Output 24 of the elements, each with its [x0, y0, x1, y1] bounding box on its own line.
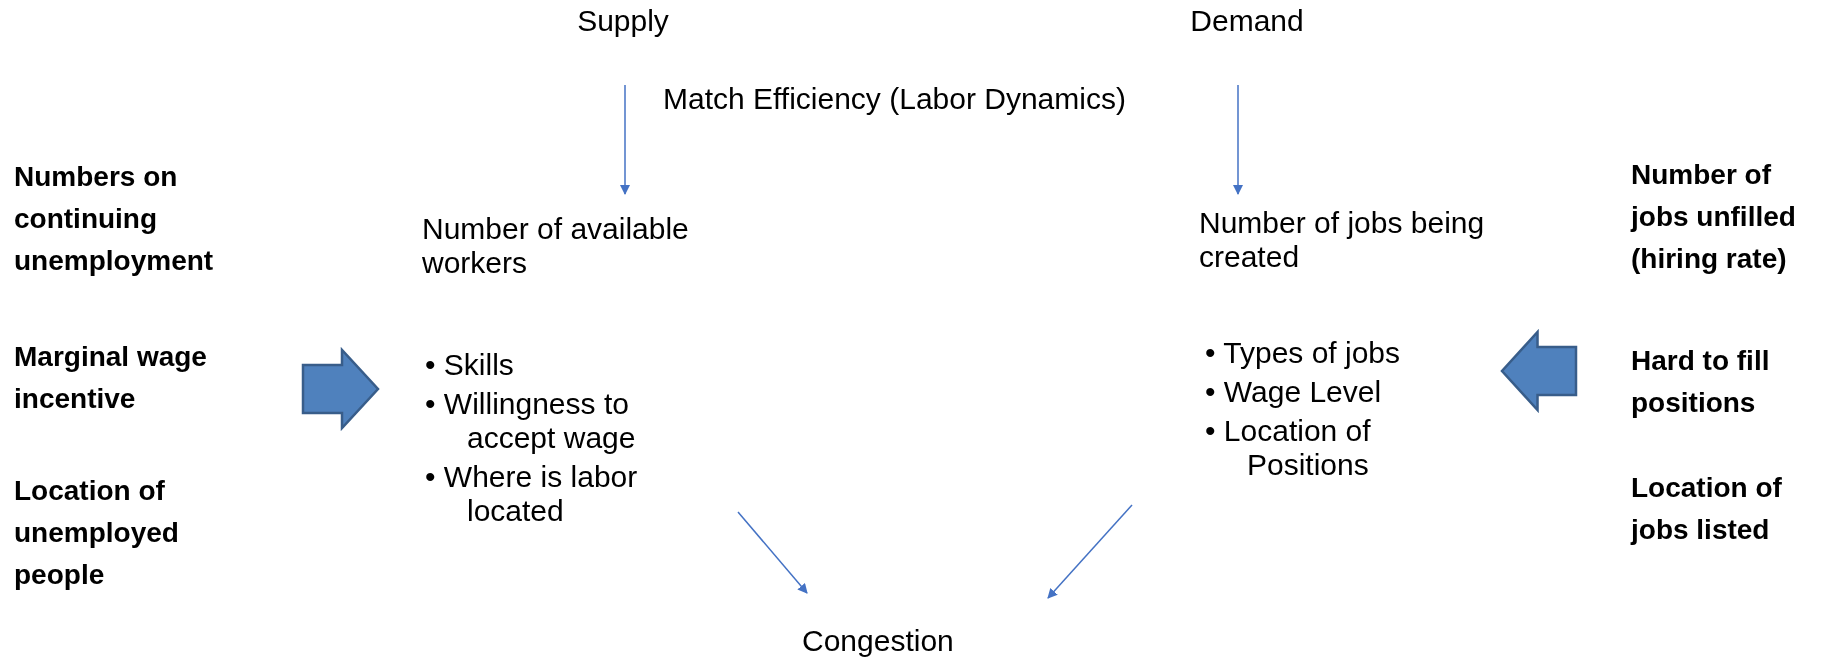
- indicator-text: Marginal wage incentive: [14, 340, 208, 416]
- indicator-text: Number of jobs unfilled (hiring rate): [1631, 158, 1797, 276]
- diagram-label: Match Efficiency (Labor Dynamics): [663, 82, 1126, 116]
- arrow: [1233, 84, 1243, 195]
- block-arrow: [1500, 328, 1578, 414]
- node-label: Demand: [1189, 4, 1305, 38]
- arrow: [737, 511, 808, 594]
- arrow: [1047, 504, 1133, 599]
- indicator-text: Numbers on continuing unemployment: [14, 160, 215, 278]
- bullet-item: • Location of Positions: [1205, 414, 1372, 482]
- node-label: Congestion: [802, 624, 955, 658]
- indicator-text: Location of jobs listed: [1631, 471, 1783, 547]
- arrow: [620, 84, 630, 195]
- bullet-item: • Where is labor located: [425, 460, 639, 528]
- bullet-item: • Types of jobs: [1205, 336, 1402, 370]
- bullet-item: • Willingness to accept wage: [425, 387, 637, 455]
- indicator-text: Hard to fill positions: [1631, 344, 1771, 420]
- heading-text: Number of available workers: [422, 212, 690, 280]
- heading-text: Number of jobs being created: [1199, 206, 1486, 274]
- node-label: Supply: [576, 4, 670, 38]
- indicator-text: Location of unemployed people: [14, 474, 180, 592]
- bullet-item: • Wage Level: [1205, 375, 1383, 409]
- bullet-item: • Skills: [425, 348, 515, 382]
- block-arrow: [301, 346, 380, 432]
